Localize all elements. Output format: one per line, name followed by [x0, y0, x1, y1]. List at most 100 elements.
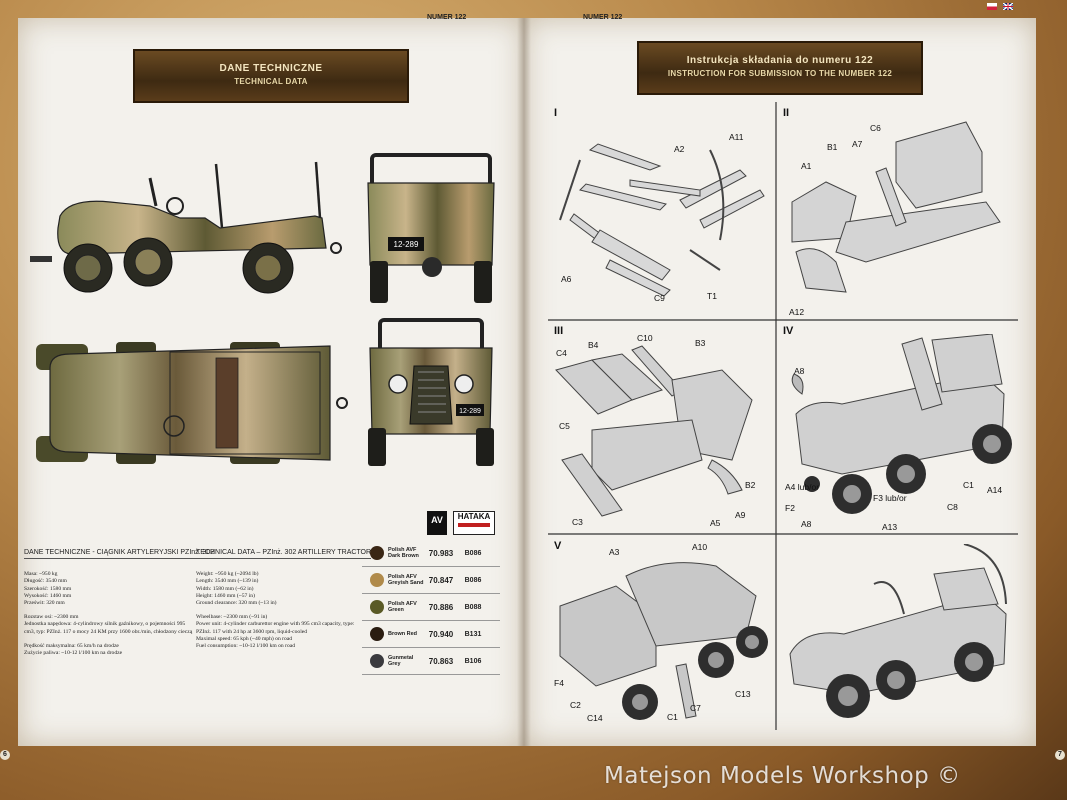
spec-pl-row: Jednostka napędowa: 4-cylindrowy silnik … — [24, 621, 186, 628]
part-label: F2 — [785, 503, 795, 513]
spec-en-row: Maximal speed: 65 kph (~40 mph) on road — [196, 635, 293, 642]
paint-swatch — [370, 573, 384, 587]
part-label: B1 — [827, 142, 838, 152]
part-label: C1 — [963, 480, 974, 490]
spec-en-row: Height: 1460 mm (~57 in) — [196, 592, 255, 599]
uk-flag-icon — [1003, 3, 1013, 10]
spec-pl-row: Rozstaw osi: ~2300 mm — [24, 614, 79, 621]
paint-code: 70.940 — [428, 629, 454, 639]
part-label: A10 — [692, 542, 708, 552]
spec-en-row: PZInż. 117 with 24 hp at 3600 rpm, liqui… — [196, 628, 308, 635]
spec-pl-row: Prędkość maksymalna: 65 km/h na drodze — [24, 642, 119, 649]
spec-pl-row: cm3, typ: PZInż. 117 o mocy 24 KM przy 1… — [24, 628, 193, 635]
step-number: III — [554, 325, 564, 337]
part-label: C13 — [735, 689, 751, 699]
part-label: C8 — [947, 502, 958, 512]
hataka-logo: HATAKA — [453, 511, 495, 535]
paint-swatch — [370, 600, 384, 614]
paint-code: 70.863 — [428, 656, 454, 666]
part-label: C4 — [556, 348, 567, 358]
hataka-code: B086 — [464, 576, 482, 584]
part-label: C1 — [667, 712, 678, 722]
step-3-diagram — [555, 345, 753, 517]
paint-table: Polish AVF Dark Brown 70.983 B086 Polish… — [362, 540, 500, 675]
step-number: V — [554, 540, 562, 552]
banner-title-en: INSTRUCTION FOR SUBMISSION TO THE NUMBER… — [667, 69, 893, 78]
tractor-front-view: 12-289 — [368, 318, 494, 466]
paint-row: Polish AFV Green 70.886 B088 — [362, 594, 500, 621]
av-logo: AV — [427, 511, 447, 535]
step-2-diagram — [791, 121, 1001, 293]
step-4-diagram — [791, 334, 1012, 514]
banner-title-pl: Instrukcja składania do numeru 122 — [686, 55, 874, 66]
specs-english: TECHNICAL DATA – PZInż. 302 ARTILLERY TR… — [196, 549, 372, 650]
part-label: A3 — [609, 547, 620, 557]
spec-pl-row: Długość: 3540 mm — [24, 578, 67, 585]
step-1-diagram — [559, 143, 765, 297]
rear-plate: 12-289 — [394, 240, 419, 249]
part-label: A8 — [794, 366, 805, 376]
page-number-right: 7 — [1055, 750, 1065, 760]
tractor-side-view — [30, 161, 342, 294]
specs-en-title: TECHNICAL DATA – PZInż. 302 ARTILLERY TR… — [196, 549, 372, 560]
spec-en-row: Ground clearance: 320 mm (~13 in) — [196, 600, 277, 607]
part-label: A6 — [561, 274, 572, 284]
paint-name: Brown Red — [388, 630, 418, 637]
spec-en-row: Length: 3540 mm (~139 in) — [196, 578, 259, 585]
spec-en-row: Wheelbase: ~2300 mm (~91 in) — [196, 614, 268, 621]
banner-title-pl: DANE TECHNICZNE — [219, 63, 323, 74]
paint-code: 70.983 — [428, 548, 454, 558]
spec-en-row: Fuel consumption: ~10-12 l/100 km on roa… — [196, 643, 296, 650]
hataka-code: B131 — [464, 630, 482, 638]
step-5-diagram — [559, 562, 768, 720]
hataka-logo-text: HATAKA — [457, 512, 491, 521]
hataka-code: B106 — [464, 657, 482, 665]
spec-en-row: Width: 1580 mm (~62 in) — [196, 585, 254, 592]
spec-en-row: Power unit: 4-cylinder carburettor engin… — [196, 621, 355, 628]
hataka-code: B088 — [464, 603, 482, 611]
part-label: C5 — [559, 421, 570, 431]
instruction-banner: Instrukcja składania do numeru 122 INSTR… — [637, 41, 923, 95]
paint-code: 70.847 — [428, 575, 454, 585]
paint-name: Polish AFV Greyish Sand — [388, 573, 424, 587]
part-label: C9 — [654, 293, 665, 303]
step-number: IV — [783, 325, 794, 337]
paint-brand-logos: AV HATAKA — [427, 511, 495, 535]
part-label: B4 — [588, 340, 599, 350]
poland-flag-icon — [987, 3, 997, 10]
part-label: B2 — [745, 480, 756, 490]
part-label: C7 — [690, 703, 701, 713]
paint-row: Polish AFV Greyish Sand 70.847 B086 — [362, 567, 500, 594]
spec-pl-row: Zużycie paliwa: ~10-12 l/100 km na drodz… — [24, 650, 123, 657]
page-header-number-left: NUMER 122 — [427, 14, 467, 21]
part-label: C10 — [637, 333, 653, 343]
finished-model-diagram — [789, 544, 1007, 718]
specs-pl-title: DANE TECHNICZNE - CIĄGNIK ARTYLERYJSKI P… — [24, 549, 215, 560]
paint-name: Polish AFV Green — [388, 600, 417, 614]
part-label: A14 — [987, 485, 1003, 495]
step-number: I — [554, 107, 558, 119]
paint-name: Polish AVF Dark Brown — [388, 546, 419, 560]
part-label: A13 — [882, 522, 898, 532]
part-label: C3 — [572, 517, 583, 527]
paint-swatch — [370, 546, 384, 560]
part-label: A9 — [735, 510, 746, 520]
page-gutter — [517, 18, 531, 746]
part-label: A12 — [789, 307, 805, 317]
banner-title-en: TECHNICAL DATA — [234, 77, 308, 86]
part-label: A2 — [674, 144, 685, 154]
part-label: B3 — [695, 338, 706, 348]
paint-swatch — [370, 627, 384, 641]
specs-polish: DANE TECHNICZNE - CIĄGNIK ARTYLERYJSKI P… — [24, 549, 215, 657]
tractor-rear-view: 12-289 — [367, 153, 495, 303]
part-label: C2 — [570, 700, 581, 710]
step-number: II — [783, 107, 790, 119]
hataka-code: B086 — [464, 549, 482, 557]
part-label: A11 — [729, 132, 744, 142]
spec-pl-row: Szerokość: 1580 mm — [24, 585, 72, 592]
page-header-number-right: NUMER 122 — [583, 14, 623, 21]
part-label: F3 lub/or — [873, 493, 907, 503]
paint-row: Gunmetal Grey 70.863 B106 — [362, 648, 500, 675]
